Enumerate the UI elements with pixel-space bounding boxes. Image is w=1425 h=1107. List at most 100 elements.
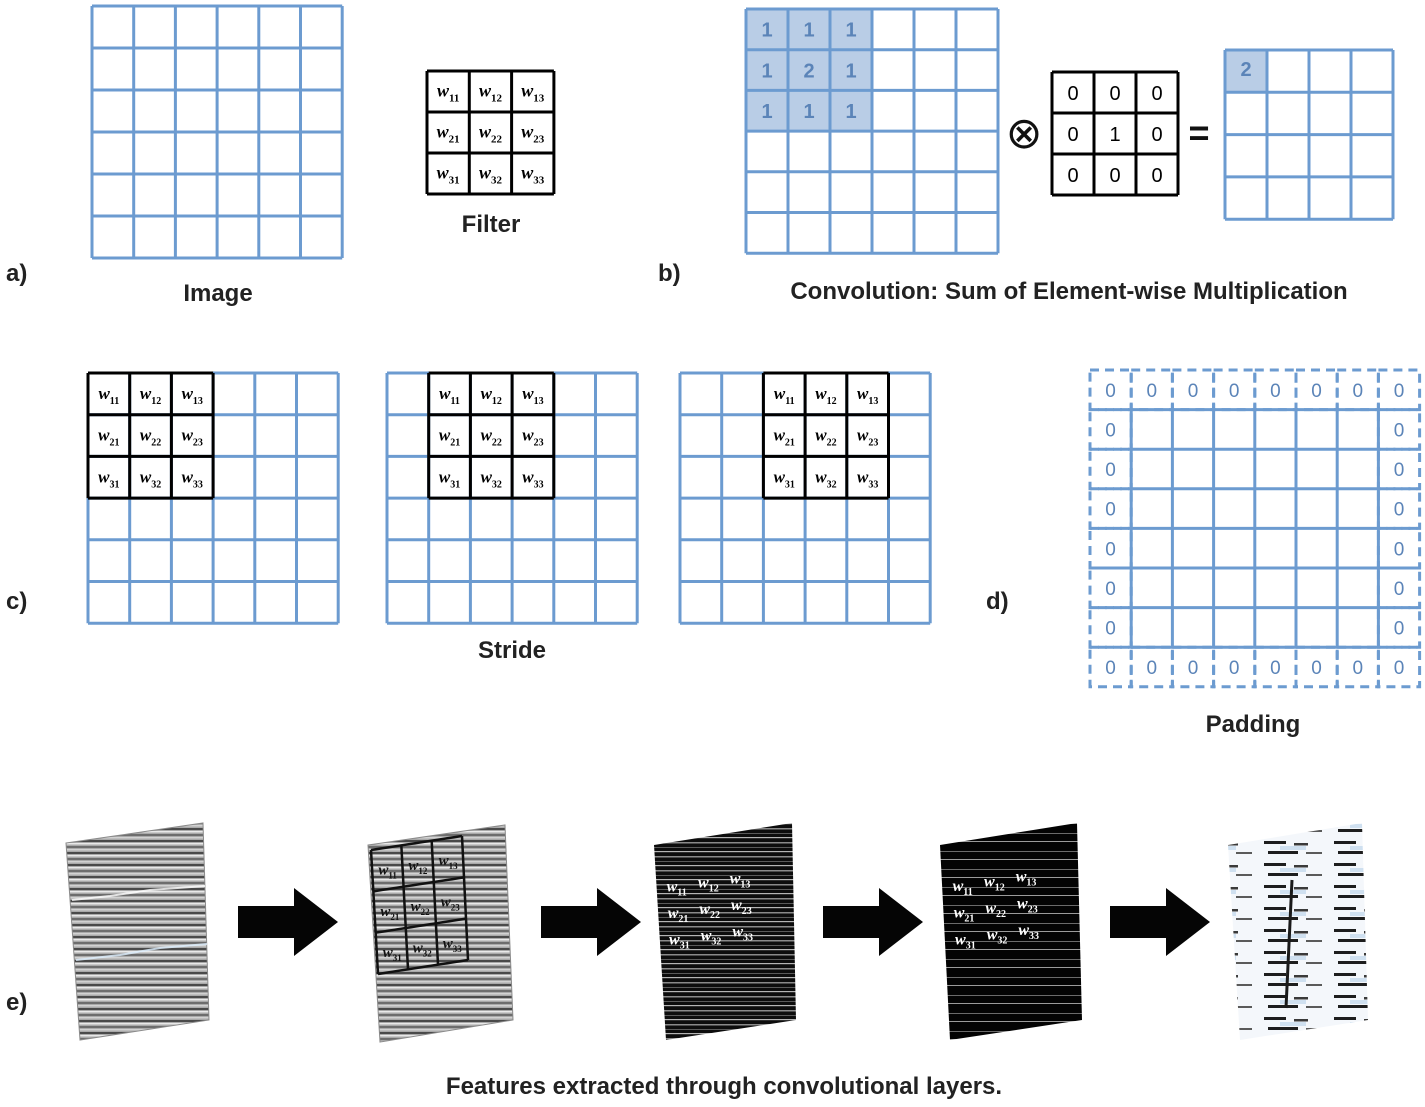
weight-label: w23 bbox=[857, 426, 878, 449]
pad-zero: 0 bbox=[1147, 658, 1158, 679]
weight-label: w32 bbox=[701, 928, 722, 948]
weight-label: w12 bbox=[815, 384, 836, 407]
pad-zero: 0 bbox=[1105, 421, 1116, 442]
weight-label: w11 bbox=[378, 863, 397, 881]
overlay-hline bbox=[375, 917, 467, 934]
weight-label: w22 bbox=[985, 900, 1006, 920]
kernel-value: 0 bbox=[1067, 165, 1078, 187]
pad-zero: 0 bbox=[1353, 658, 1364, 679]
weight-label: w32 bbox=[987, 927, 1008, 947]
weight-label: w21 bbox=[437, 121, 460, 145]
panel-b-letter: b) bbox=[658, 260, 681, 287]
weight-label: w31 bbox=[437, 162, 460, 186]
pad-zero: 0 bbox=[1394, 460, 1405, 481]
weight-label: w21 bbox=[774, 426, 795, 449]
right-arrow-icon bbox=[541, 888, 641, 956]
convolution-operator: ⊗ bbox=[1006, 109, 1043, 158]
pad-zero: 0 bbox=[1105, 381, 1116, 402]
reflector-line bbox=[75, 943, 208, 961]
pad-zero: 0 bbox=[1270, 381, 1281, 402]
panel-c-letter: c) bbox=[6, 588, 27, 615]
weight-label: w31 bbox=[955, 931, 976, 951]
weight-label: w22 bbox=[479, 121, 503, 145]
pad-zero: 0 bbox=[1394, 421, 1405, 442]
receptive-field-highlight bbox=[746, 9, 872, 132]
pad-zero: 0 bbox=[1147, 381, 1158, 402]
input-value: 1 bbox=[761, 60, 772, 82]
weight-label: w23 bbox=[522, 426, 543, 449]
pad-zero: 0 bbox=[1229, 381, 1240, 402]
weight-label: w23 bbox=[182, 426, 203, 449]
weight-label: w11 bbox=[953, 878, 973, 898]
overlay-vline bbox=[369, 849, 380, 975]
weight-label: w31 bbox=[98, 467, 119, 490]
right-arrow-icon bbox=[1110, 888, 1210, 956]
panel-e-letter: e) bbox=[6, 989, 27, 1016]
input-value: 1 bbox=[845, 101, 856, 123]
kernel-value: 0 bbox=[1151, 124, 1162, 146]
weight-label: w32 bbox=[815, 467, 836, 490]
pad-zero: 0 bbox=[1311, 658, 1322, 679]
weight-label: w31 bbox=[439, 467, 460, 490]
input-value: 1 bbox=[803, 20, 814, 42]
convolution-caption: Convolution: Sum of Element-wise Multipl… bbox=[790, 278, 1347, 305]
image-label: Image bbox=[183, 280, 252, 307]
weight-label: w11 bbox=[667, 878, 687, 898]
stride-caption: Stride bbox=[478, 637, 546, 664]
kernel-value: 0 bbox=[1109, 165, 1120, 187]
pad-zero: 0 bbox=[1105, 658, 1116, 679]
kernel-value: 0 bbox=[1151, 83, 1162, 105]
pad-zero: 0 bbox=[1229, 658, 1240, 679]
overlay-hline bbox=[373, 876, 465, 893]
overlay-hline bbox=[370, 834, 463, 852]
weight-label: w33 bbox=[521, 162, 545, 186]
arrows bbox=[238, 888, 1210, 956]
weight-label: w13 bbox=[522, 384, 543, 407]
weight-label: w13 bbox=[857, 384, 878, 407]
weight-label: w11 bbox=[439, 384, 460, 407]
weight-label: w32 bbox=[140, 467, 161, 490]
pad-zero: 0 bbox=[1394, 381, 1405, 402]
weight-label: w31 bbox=[669, 932, 690, 952]
output-grid: 2 bbox=[1223, 48, 1395, 221]
pad-zero: 0 bbox=[1188, 658, 1199, 679]
weight-label: w31 bbox=[383, 945, 403, 963]
pad-zero: 0 bbox=[1394, 658, 1405, 679]
pad-zero: 0 bbox=[1394, 500, 1405, 521]
output-highlight bbox=[1225, 50, 1267, 93]
weight-label: w13 bbox=[730, 870, 751, 890]
weight-label: w12 bbox=[698, 874, 719, 894]
weight-label: w12 bbox=[140, 384, 161, 407]
feature-map-1 bbox=[654, 823, 796, 1040]
weight-label: w33 bbox=[443, 936, 463, 954]
weight-label: w12 bbox=[984, 873, 1005, 893]
seismic-image-raw bbox=[65, 822, 210, 1041]
weight-label: w12 bbox=[408, 858, 428, 876]
weight-label: w21 bbox=[668, 905, 689, 925]
panel-d-letter: d) bbox=[986, 588, 1009, 615]
weight-label: w12 bbox=[479, 80, 503, 104]
weight-label: w13 bbox=[439, 853, 459, 871]
pad-zero: 0 bbox=[1105, 619, 1116, 640]
weight-label: w22 bbox=[815, 426, 836, 449]
extracted-features bbox=[1228, 823, 1368, 1040]
input-value: 2 bbox=[803, 60, 814, 82]
overlay-vline bbox=[460, 835, 470, 961]
weight-label: w23 bbox=[521, 121, 545, 145]
weight-label: w32 bbox=[479, 162, 503, 186]
input-value: 1 bbox=[845, 20, 856, 42]
weight-label: w33 bbox=[732, 924, 753, 944]
output-value: 2 bbox=[1240, 59, 1251, 81]
pad-zero: 0 bbox=[1394, 619, 1405, 640]
input-value: 1 bbox=[845, 60, 856, 82]
weight-label: w21 bbox=[954, 905, 975, 925]
